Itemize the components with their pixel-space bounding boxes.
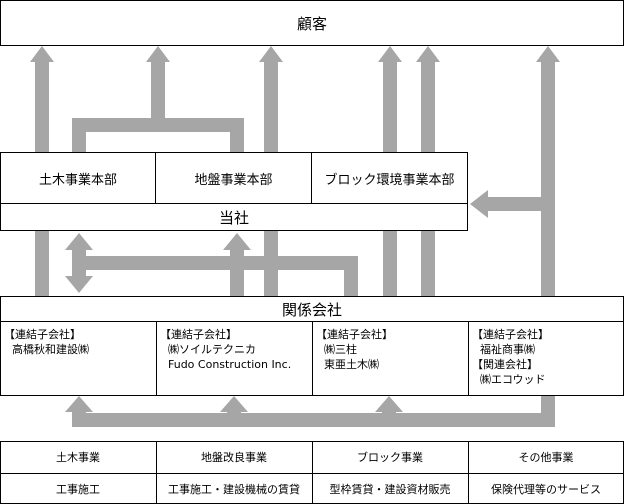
segment-header-civil: 土木事業: [0, 441, 156, 473]
affiliates-header-label: 関係会社: [281, 300, 342, 319]
affiliates-divider-2: [312, 321, 313, 396]
segment-activity-label: 工事施工・建設機械の賃貸: [168, 482, 300, 496]
arrow-civil-to-customer: [30, 46, 54, 152]
segments-divider-1: [156, 441, 157, 504]
connector-bottom-right: [541, 395, 555, 427]
connector-company-affiliate-4: [421, 230, 435, 296]
affiliates-divider-3: [468, 321, 469, 396]
segment-activity-block: 型枠賃貸・建設資材販売: [312, 473, 468, 504]
affiliate-column-civil: 【連結子会社】 高橋秋和建設㈱: [4, 327, 89, 357]
arrow-up-affiliate-1: [65, 396, 93, 427]
division-ground-label: 地盤事業本部: [194, 172, 273, 188]
connector-company-affiliate-1: [35, 230, 49, 296]
segment-header-other: その他事業: [468, 441, 624, 473]
connector-company-affiliate-right: [344, 256, 358, 296]
affiliate-heading: 【関連会社】: [472, 358, 538, 371]
customer-box: 顧客: [0, 0, 624, 46]
affiliate-company: 東亜土木㈱: [324, 358, 379, 371]
affiliates-divider-1: [156, 321, 157, 396]
affiliate-column-ground: 【連結子会社】 ㈱ソイルテクニカ Fudo Construction Inc.: [160, 327, 291, 372]
segment-header-label: その他事業: [518, 451, 574, 464]
segment-header-ground: 地盤改良事業: [156, 441, 312, 473]
connector-civil-down: [72, 118, 86, 152]
arrow-join-to-customer: [146, 46, 170, 132]
division-civil-box: 土木事業本部: [0, 152, 156, 204]
arrow-up-affiliate-2: [220, 396, 248, 427]
division-block-box: ブロック環境事業本部: [311, 152, 468, 204]
division-block-label: ブロック環境事業本部: [324, 172, 455, 188]
connector-ground-down: [230, 118, 244, 152]
affiliate-heading: 【連結子会社】: [472, 328, 549, 341]
division-civil-label: 土木事業本部: [38, 172, 117, 188]
affiliate-company: Fudo Construction Inc.: [168, 358, 292, 371]
arrow-other-to-company: [470, 190, 541, 218]
connector-company-affiliate-3: [383, 230, 397, 296]
customer-label: 顧客: [296, 14, 327, 33]
affiliate-company: ㈱ソイルテクニカ: [168, 343, 256, 356]
affiliate-company: 福祉商事㈱: [480, 343, 535, 356]
affiliate-company: ㈱エコウッド: [480, 373, 546, 386]
affiliates-header-box: 関係会社: [0, 296, 624, 322]
arrow-block-to-customer: [378, 46, 402, 152]
arrow-bidirectional-company-affiliate: [65, 233, 93, 293]
affiliate-company: 高橋秋和建設㈱: [12, 343, 89, 356]
segment-activity-label: 工事施工: [56, 482, 100, 496]
segment-header-block: ブロック事業: [312, 441, 468, 473]
segment-header-label: ブロック事業: [357, 451, 423, 464]
segment-activity-label: 型枠賃貸・建設資材販売: [329, 482, 451, 496]
arrow-ground-to-customer: [259, 46, 283, 152]
affiliate-column-other: 【連結子会社】 福祉商事㈱ 【関連会社】 ㈱エコウッド: [472, 327, 549, 387]
division-ground-box: 地盤事業本部: [155, 152, 312, 204]
segment-header-label: 土木事業: [56, 451, 100, 464]
affiliate-column-block: 【連結子会社】 ㈱三柱 東亜土木㈱: [316, 327, 393, 372]
affiliate-heading: 【連結子会社】: [316, 328, 393, 341]
arrow-up-affiliate-3: [375, 396, 403, 427]
affiliate-heading: 【連結子会社】: [4, 328, 81, 341]
segment-activity-label: 保険代理等のサービス: [491, 482, 601, 496]
connector-company-affiliate-2: [264, 230, 278, 296]
connector-civil-ground-bar: [72, 118, 244, 132]
segment-activity-civil: 工事施工: [0, 473, 156, 504]
connector-company-affiliate-bar: [86, 256, 358, 270]
segments-divider-3: [468, 441, 469, 504]
affiliate-heading: 【連結子会社】: [160, 328, 237, 341]
segments-divider-2: [312, 441, 313, 504]
company-box: 当社: [0, 203, 468, 231]
affiliate-company: ㈱三柱: [324, 343, 357, 356]
arrow-affiliate-up-ground: [223, 233, 251, 296]
arrow-block2-to-customer: [416, 46, 440, 152]
connector-bottom-bar: [72, 413, 555, 427]
segment-activity-other: 保険代理等のサービス: [468, 473, 624, 504]
segment-activity-ground: 工事施工・建設機械の賃貸: [156, 473, 312, 504]
segment-header-label: 地盤改良事業: [201, 451, 267, 464]
company-label: 当社: [218, 208, 249, 227]
